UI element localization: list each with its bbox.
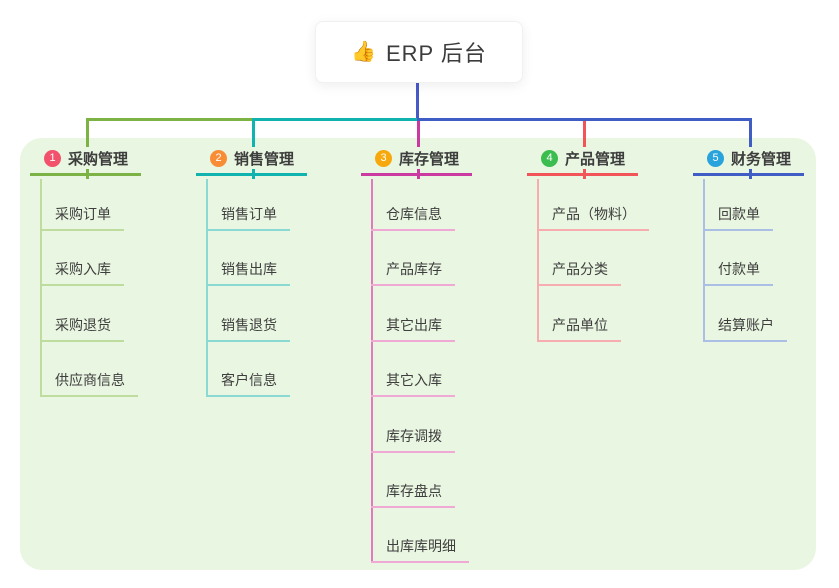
branch-number-badge: 2 [210,149,227,167]
branch-label: 库存管理 [399,150,460,168]
child-label: 供应商信息 [55,372,125,388]
child-node[interactable]: 产品单位 [537,315,621,342]
child-node[interactable]: 付款单 [703,259,773,286]
child-node[interactable]: 销售订单 [206,204,290,231]
child-node[interactable]: 供应商信息 [40,370,138,397]
branch-header-3[interactable]: 3 库存管理 [361,147,473,176]
branch-number-badge: 3 [375,149,392,167]
child-label: 产品库存 [386,261,442,277]
root-connector-line [416,83,419,121]
branch-label: 财务管理 [731,150,792,168]
branch-number-badge: 5 [707,149,724,167]
child-label: 产品单位 [552,317,608,333]
root-node[interactable]: 👍 ERP 后台 [315,21,523,83]
child-label: 销售退货 [221,317,277,333]
child-node[interactable]: 销售出库 [206,259,290,286]
child-label: 产品（物料） [552,206,636,222]
child-node[interactable]: 产品库存 [371,259,455,286]
branch-number-badge: 1 [44,149,61,167]
child-label: 采购入库 [55,261,111,277]
child-label: 销售出库 [221,261,277,277]
root-title: ERP 后台 [385,41,487,66]
child-node[interactable]: 回款单 [703,204,773,231]
branch-child-connector [206,179,208,397]
branch-header-2[interactable]: 2 销售管理 [196,147,308,176]
child-label: 产品分类 [552,261,608,277]
child-node[interactable]: 产品（物料） [537,204,649,231]
child-label: 仓库信息 [386,206,442,222]
bus-segment [86,118,255,121]
child-label: 回款单 [718,206,760,222]
child-label: 库存调拨 [386,428,442,444]
branch-child-connector [40,179,42,397]
child-label: 付款单 [718,261,760,277]
branch-label: 销售管理 [234,150,295,168]
child-node[interactable]: 库存盘点 [371,481,455,508]
child-label: 其它入库 [386,372,442,388]
child-node[interactable]: 出库库明细 [371,536,469,563]
child-label: 结算账户 [718,317,774,333]
branch-label: 采购管理 [68,150,129,168]
branch-label: 产品管理 [565,150,626,168]
child-node[interactable]: 销售退货 [206,315,290,342]
child-label: 销售订单 [221,206,277,222]
child-node[interactable]: 仓库信息 [371,204,455,231]
child-node[interactable]: 采购订单 [40,204,124,231]
branches-panel [20,138,816,570]
child-node[interactable]: 客户信息 [206,370,290,397]
child-node[interactable]: 其它出库 [371,315,455,342]
child-node[interactable]: 产品分类 [537,259,621,286]
child-node[interactable]: 采购退货 [40,315,124,342]
child-label: 客户信息 [221,372,277,388]
child-label: 出库库明细 [386,538,456,554]
branch-child-connector [371,179,373,563]
child-node[interactable]: 其它入库 [371,370,455,397]
child-label: 库存盘点 [386,483,442,499]
child-node[interactable]: 库存调拨 [371,426,455,453]
child-label: 采购订单 [55,206,111,222]
child-label: 采购退货 [55,317,111,333]
branch-header-5[interactable]: 5 财务管理 [693,147,805,176]
child-label: 其它出库 [386,317,442,333]
branch-number-badge: 4 [541,149,558,167]
child-node[interactable]: 结算账户 [703,315,787,342]
branch-header-1[interactable]: 1 采购管理 [30,147,142,176]
bus-segment [252,118,420,121]
branch-child-connector [537,179,539,342]
child-node[interactable]: 采购入库 [40,259,124,286]
branch-header-4[interactable]: 4 产品管理 [527,147,639,176]
thumbs-up-icon: 👍 [351,41,376,63]
bus-segment [417,118,752,121]
branch-child-connector [703,179,705,342]
